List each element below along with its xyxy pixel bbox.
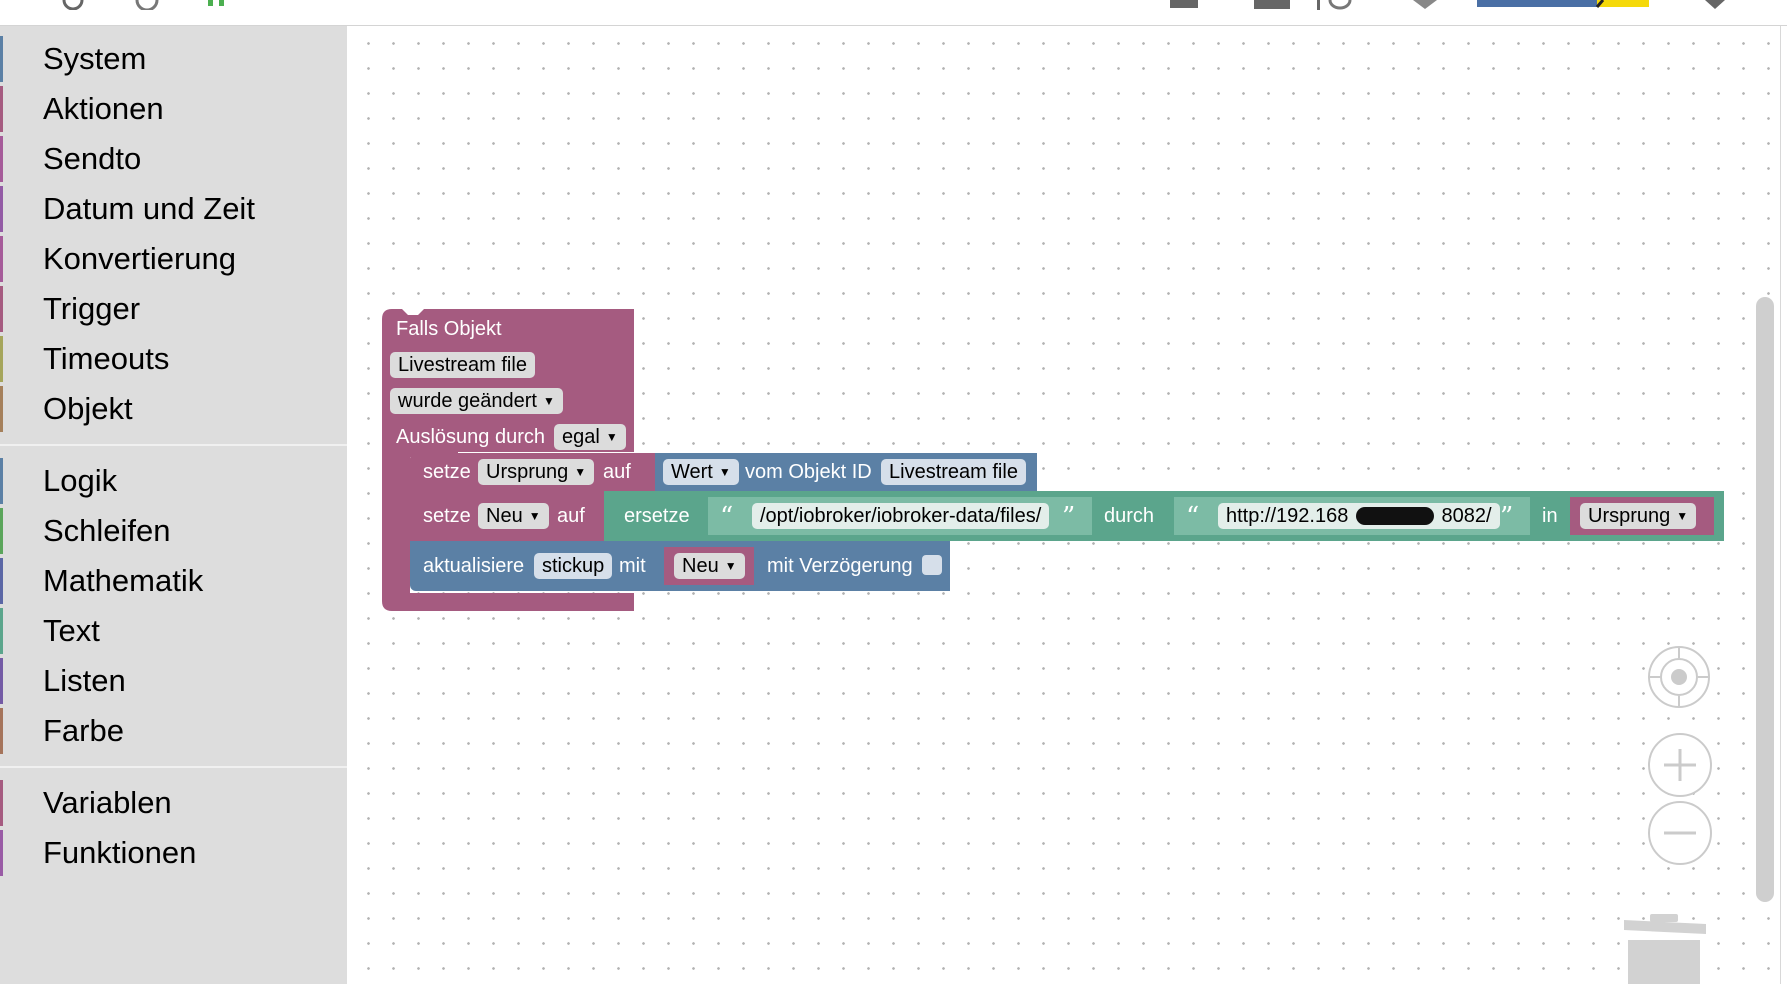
delay-label: mit Verzögerung: [767, 555, 913, 577]
set2-label: setze: [423, 505, 471, 527]
toolbox-category-datum-und-zeit[interactable]: Datum und Zeit: [0, 186, 347, 232]
chevron-down-icon: ▼: [574, 465, 587, 479]
chevron-down-icon: ▼: [605, 430, 618, 444]
trigger-block[interactable]: Falls Objekt Livestream file wurde geänd…: [382, 309, 634, 611]
toolbox-category-text[interactable]: Text: [0, 608, 347, 654]
toolbox-category-system[interactable]: System: [0, 36, 347, 82]
set2-variable-dropdown[interactable]: Neu ▼: [478, 503, 549, 529]
set2-to-label: auf: [557, 505, 585, 527]
workspace-border: [1780, 26, 1781, 984]
replacement-text-end: 8082/: [1441, 505, 1492, 527]
toolbox-category-mathematik[interactable]: Mathematik: [0, 558, 347, 604]
replace-label: ersetze: [624, 505, 690, 527]
trigger-title: Falls Objekt: [396, 318, 502, 340]
replacement-text-block[interactable]: “ http://192.168 8082/ ”: [1174, 497, 1530, 535]
chevron-down-icon: ▼: [1676, 509, 1689, 523]
text-replace-block[interactable]: ersetze “ /opt/iobroker/iobroker-data/fi…: [604, 491, 1724, 541]
update-variable-dropdown[interactable]: Neu ▼: [674, 553, 745, 579]
set1-variable-value: Ursprung: [486, 461, 569, 483]
get-object-value-block[interactable]: Wert ▼ vom Objekt ID Livestream file: [655, 453, 1037, 491]
quote-close-icon: ”: [1500, 502, 1514, 532]
run-icon[interactable]: [205, 0, 231, 10]
in-variable-value: Ursprung: [1588, 505, 1671, 527]
value-object-id-field[interactable]: Livestream file: [881, 459, 1026, 485]
chevron-down-icon: ▼: [542, 394, 555, 408]
trigger-condition-dropdown[interactable]: wurde geändert ▼: [390, 388, 563, 414]
import-icon[interactable]: [1252, 0, 1292, 10]
update-state-block[interactable]: aktualisiere stickup mit Neu ▼ mit Verzög…: [410, 541, 950, 591]
trash-icon: [1624, 914, 1706, 984]
undo-icon[interactable]: [1315, 0, 1365, 10]
plus-icon: [1664, 749, 1696, 781]
variable-ursprung-block[interactable]: Ursprung ▼: [1570, 497, 1714, 535]
language-flag-icon[interactable]: [1477, 0, 1649, 10]
toolbox-separator: [0, 444, 347, 446]
value-attribute-dropdown[interactable]: Wert ▼: [663, 459, 739, 485]
quote-open-icon: “: [720, 502, 734, 532]
trigger-by-dropdown[interactable]: egal ▼: [554, 424, 626, 450]
quote-close-icon: ”: [1062, 502, 1076, 532]
redaction-mark: [1355, 507, 1434, 525]
variable-neu-block[interactable]: Neu ▼: [664, 547, 754, 585]
vertical-scrollbar[interactable]: [1756, 297, 1774, 902]
chevron-down-icon: ▼: [528, 509, 541, 523]
search-text-block[interactable]: “ /opt/iobroker/iobroker-data/files/ ”: [708, 497, 1092, 535]
toolbox-separator: [0, 766, 347, 768]
trash-can[interactable]: [1620, 912, 1710, 984]
trigger-by-label: Auslösung durch: [396, 426, 545, 448]
zoom-in-button[interactable]: [1648, 733, 1712, 797]
toolbox-category-objekt[interactable]: Objekt: [0, 386, 347, 432]
toolbox-category-sendto[interactable]: Sendto: [0, 136, 347, 182]
toolbox-category-trigger[interactable]: Trigger: [0, 286, 347, 332]
center-button[interactable]: [1648, 646, 1710, 708]
set1-variable-dropdown[interactable]: Ursprung ▼: [478, 459, 595, 485]
set2-variable-value: Neu: [486, 505, 523, 527]
export-icon[interactable]: [1168, 0, 1208, 10]
toolbox-category-schleifen[interactable]: Schleifen: [0, 508, 347, 554]
zoom-out-button[interactable]: [1648, 801, 1712, 865]
set-neu-block[interactable]: setze Neu ▼ auf: [410, 491, 610, 541]
update-label: aktualisiere: [423, 555, 525, 577]
trigger-object-id-field[interactable]: Livestream file: [390, 352, 535, 378]
quote-open-icon: “: [1186, 502, 1200, 532]
chevron-down-icon: ▼: [718, 465, 731, 479]
trigger-by-value: egal: [562, 426, 600, 448]
value-attribute-value: Wert: [671, 461, 713, 483]
minus-icon: [1664, 831, 1696, 835]
of-object-label: vom Objekt ID: [745, 461, 872, 483]
update-variable-value: Neu: [682, 555, 719, 577]
in-variable-dropdown[interactable]: Ursprung ▼: [1580, 503, 1697, 529]
toolbox-category-timeouts[interactable]: Timeouts: [0, 336, 347, 382]
update-target-field[interactable]: stickup: [534, 553, 613, 579]
replacement-text-start: http://192.168: [1226, 505, 1349, 527]
toolbox-category-aktionen[interactable]: Aktionen: [0, 86, 347, 132]
top-toolbar: [0, 0, 1787, 26]
settings-icon[interactable]: [58, 0, 88, 10]
reload-icon[interactable]: [132, 0, 162, 10]
toolbox-category-funktionen[interactable]: Funktionen: [0, 830, 347, 876]
toolbox-category-variablen[interactable]: Variablen: [0, 780, 347, 826]
toolbox-category-farbe[interactable]: Farbe: [0, 708, 347, 754]
set1-label: setze: [423, 461, 471, 483]
edit-icon[interactable]: [1700, 0, 1730, 10]
search-text-field[interactable]: /opt/iobroker/iobroker-data/files/: [752, 503, 1050, 529]
replacement-text-field[interactable]: http://192.168 8082/: [1218, 503, 1500, 529]
toolbox-category-listen[interactable]: Listen: [0, 658, 347, 704]
delay-checkbox[interactable]: [922, 555, 942, 575]
set1-to-label: auf: [603, 461, 631, 483]
trigger-condition-value: wurde geändert: [398, 390, 537, 412]
toolbox-category-logik[interactable]: Logik: [0, 458, 347, 504]
update-with-label: mit: [619, 555, 646, 577]
crosshair-icon: [1650, 648, 1708, 706]
debug-icon[interactable]: [1405, 0, 1445, 10]
set-ursprung-block[interactable]: setze Ursprung ▼ auf: [410, 453, 662, 491]
by-label: durch: [1104, 505, 1155, 527]
in-label: in: [1542, 505, 1558, 527]
chevron-down-icon: ▼: [724, 559, 737, 573]
toolbox-category-konvertierung[interactable]: Konvertierung: [0, 236, 347, 282]
